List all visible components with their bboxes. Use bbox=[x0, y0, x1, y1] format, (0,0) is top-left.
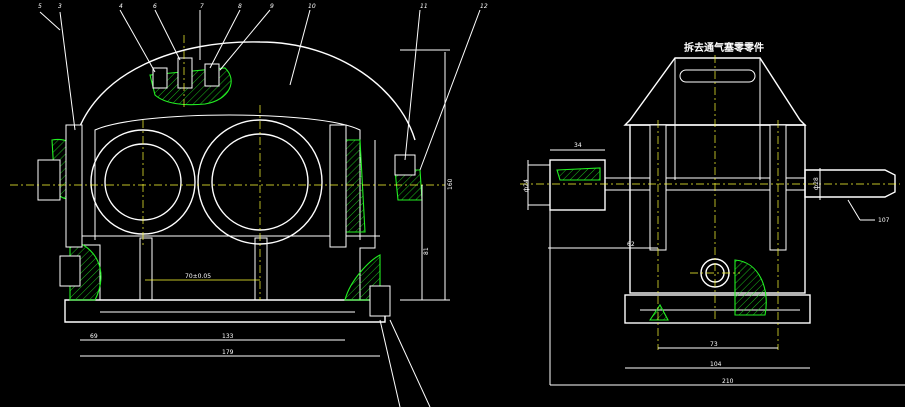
housing-inner bbox=[94, 114, 361, 240]
dim-107: 107 bbox=[878, 217, 890, 224]
shaft-right bbox=[804, 169, 896, 198]
side-section-foot bbox=[734, 259, 767, 316]
drawing-title: 拆去通气塞零零件 bbox=[684, 41, 764, 54]
callouts: 5 3 4 6 7 8 9 10 11 12 bbox=[38, 3, 488, 10]
dim-210: 210 bbox=[722, 378, 734, 385]
callout-3: 3 bbox=[58, 3, 62, 10]
callout-11: 11 bbox=[420, 3, 428, 10]
bolt-top-3 bbox=[204, 63, 220, 87]
dim-62: 62 bbox=[627, 241, 635, 248]
side-section-foot-left bbox=[648, 303, 669, 321]
bolt-left-side bbox=[37, 159, 61, 201]
bolt-top-1 bbox=[152, 67, 168, 89]
dim-179: 179 bbox=[222, 349, 234, 356]
rib-right bbox=[254, 237, 268, 301]
dim-phi28: ф28 bbox=[813, 177, 820, 190]
base bbox=[64, 299, 386, 323]
dim-133: 133 bbox=[222, 333, 234, 340]
side-body bbox=[629, 124, 806, 294]
callout-5: 5 bbox=[38, 3, 42, 10]
bolt-foot-right bbox=[369, 285, 391, 317]
dim-phi24: ф24 bbox=[523, 179, 530, 192]
bolt-left bbox=[65, 124, 83, 248]
bolt-foot-left bbox=[59, 255, 81, 287]
housing-top-arc bbox=[74, 41, 416, 141]
breather-slot bbox=[679, 69, 756, 83]
dim-73: 73 bbox=[710, 341, 718, 348]
dim-81: 81 bbox=[423, 247, 430, 255]
callout-12: 12 bbox=[480, 3, 488, 10]
callout-4: 4 bbox=[119, 3, 123, 10]
dim-104: 104 bbox=[710, 361, 722, 368]
dim-34: 34 bbox=[574, 142, 582, 149]
side-view: 拆去通气塞零零件 bbox=[520, 41, 905, 386]
front-dimensions: 70±0.05 69 133 179 160 81 bbox=[90, 178, 454, 356]
rib-left bbox=[139, 237, 153, 301]
bolt-right bbox=[329, 124, 347, 248]
side-foot bbox=[624, 294, 811, 324]
callout-6: 6 bbox=[153, 3, 157, 10]
side-section-shaft bbox=[556, 167, 601, 181]
callout-10: 10 bbox=[308, 3, 316, 10]
shaft-left bbox=[549, 159, 606, 211]
callout-8: 8 bbox=[238, 3, 242, 10]
front-view bbox=[10, 9, 481, 407]
callout-7: 7 bbox=[200, 3, 204, 10]
dim-69: 69 bbox=[90, 333, 98, 340]
bolt-top-2 bbox=[177, 57, 193, 89]
callout-9: 9 bbox=[270, 3, 274, 10]
dim-center-distance: 70±0.05 bbox=[185, 273, 211, 280]
dim-160: 160 bbox=[447, 178, 454, 190]
side-dimensions: 34 62 ф24 ф28 73 104 210 107 bbox=[523, 142, 890, 385]
shaft-left-step bbox=[527, 164, 551, 206]
